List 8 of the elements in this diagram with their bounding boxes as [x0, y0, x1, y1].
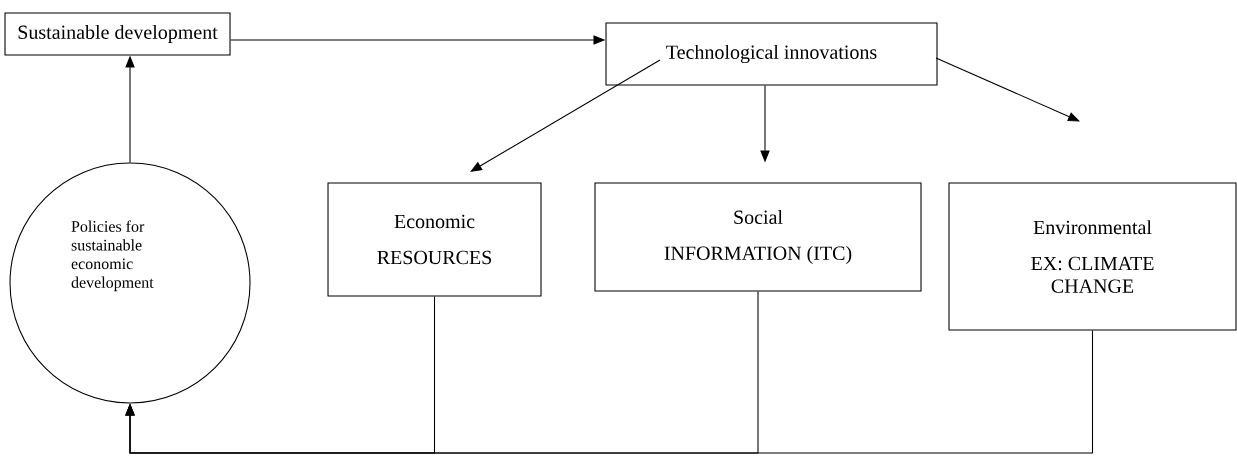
arrow [125, 330, 1094, 454]
text-box: Environmental EX: CLIMATE CHANGE [948, 182, 1237, 331]
text-box: Technological innovations [605, 22, 938, 86]
arrow [470, 59, 661, 172]
text-box: Economic RESOURCES [327, 182, 542, 297]
arrow [935, 57, 1080, 122]
text-box: Sustainable development [4, 12, 231, 56]
text-box: Social INFORMATION (ITC) [594, 182, 922, 292]
